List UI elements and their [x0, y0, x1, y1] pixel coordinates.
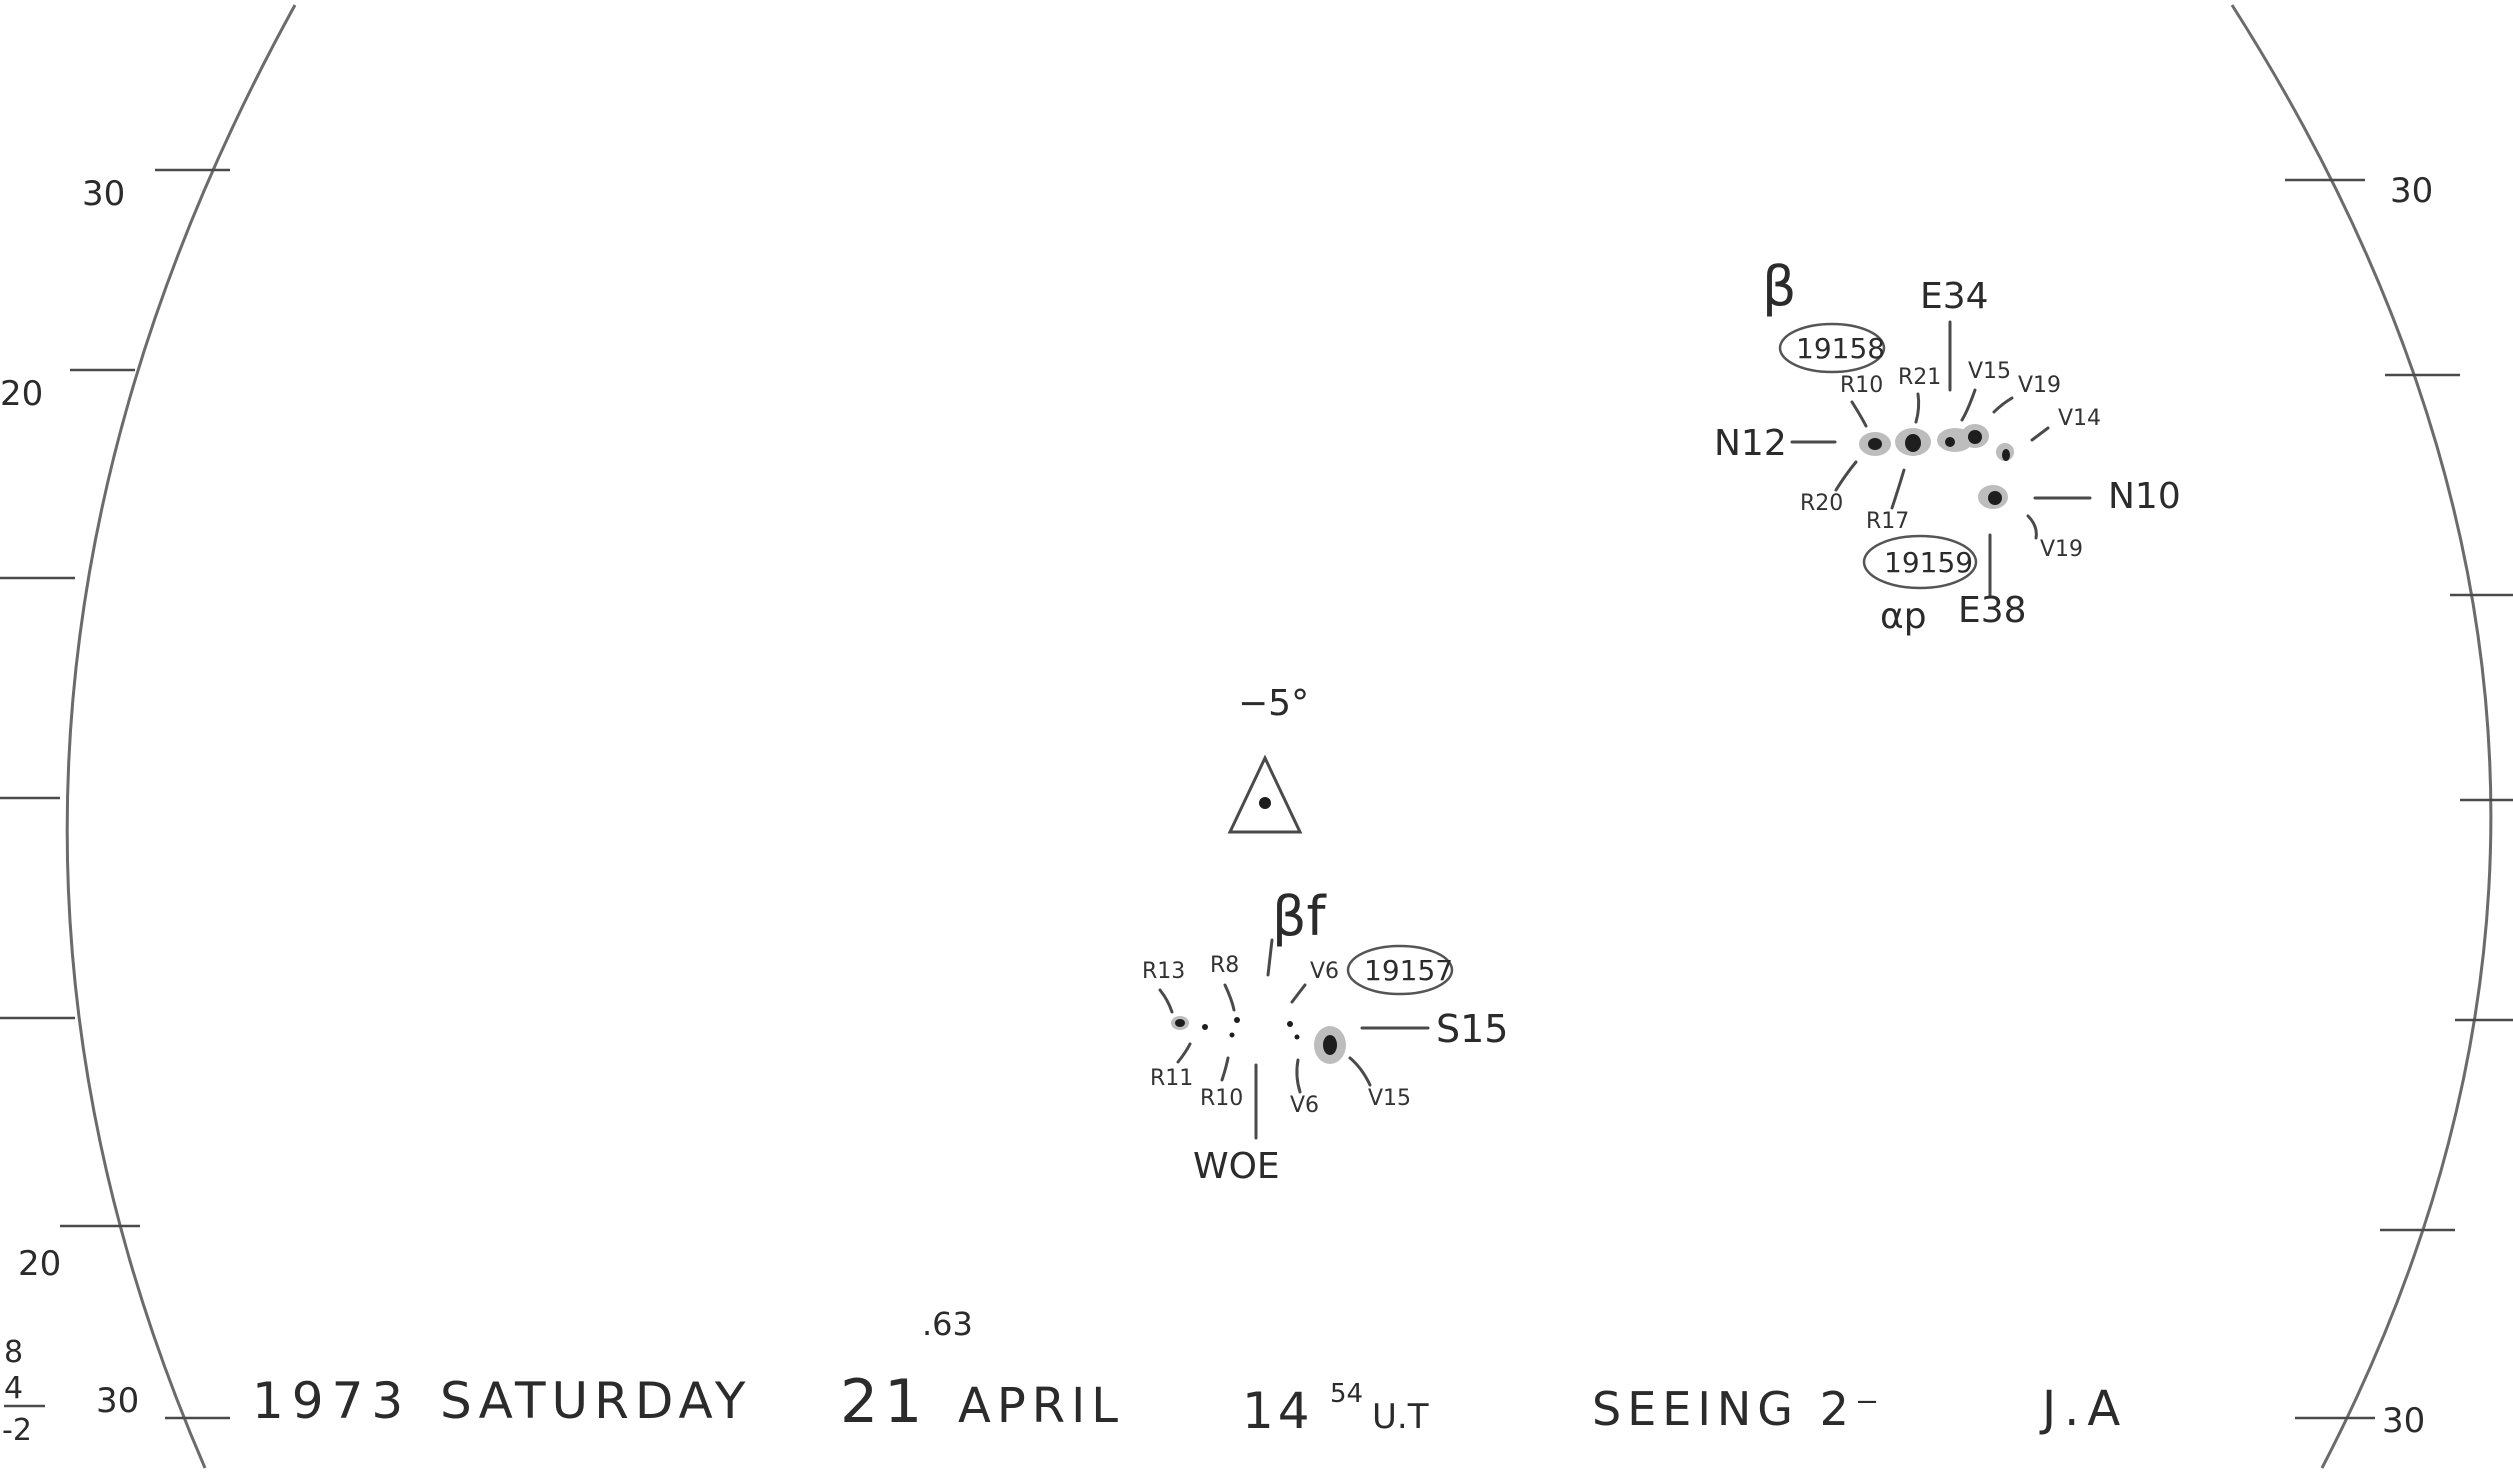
leader-s5 [1220, 1056, 1230, 1082]
footer-seeing: SEEING 2⁻ [1592, 1382, 1885, 1436]
north-group-number: 19158 [1796, 332, 1885, 365]
north-umbra-1 [1868, 438, 1882, 450]
leader-n3 [1960, 388, 1977, 422]
north-group-meridian-e34: E34 [1920, 276, 1989, 317]
left-limb-arc [65, 4, 297, 1469]
leader-s1 [1158, 988, 1174, 1014]
north-second-class: αp [1880, 596, 1927, 637]
north-spot-label-5: V14 [2058, 406, 2101, 431]
footer-time-minute: 54 [1330, 1379, 1363, 1409]
centre-dot [1259, 797, 1271, 809]
footer-observer: J.A [2039, 1381, 2128, 1437]
south-spot-label-6: V6 [1290, 1093, 1319, 1118]
footer-year: 1973 [252, 1372, 411, 1430]
footer-time-unit: U.T [1372, 1397, 1429, 1437]
south-meridian-woe: WOE [1193, 1146, 1280, 1187]
south-umbra-6 [1294, 1034, 1300, 1040]
north-umbra-5 [2002, 449, 2010, 461]
south-spot-label-7: V15 [1368, 1086, 1411, 1111]
south-umbra-1 [1175, 1019, 1185, 1027]
leader-s2 [1223, 983, 1236, 1012]
south-latitude-s15: S15 [1436, 1007, 1508, 1051]
south-group-class: βf [1272, 885, 1327, 948]
leader-n8 [2026, 514, 2038, 540]
south-spot-label-2: R8 [1210, 953, 1239, 978]
footer-time-hour: 14 [1242, 1382, 1314, 1440]
leader-s4 [1176, 1042, 1192, 1064]
north-second-number-oval [1862, 534, 1978, 590]
leader-n1 [1850, 400, 1868, 428]
north-group-class: β [1762, 255, 1796, 318]
south-umbra-2 [1202, 1024, 1208, 1030]
margin-note-2: 4 [4, 1371, 23, 1406]
south-class-stroke [1266, 938, 1274, 977]
south-spot-label-3: V6 [1310, 959, 1339, 984]
north-spot-label-8: V19 [2040, 537, 2083, 562]
scale-label-left-30s: 30 [96, 1381, 139, 1421]
south-umbra-4 [1229, 1032, 1235, 1038]
leader-s6 [1295, 1058, 1302, 1094]
south-spot-label-5: R10 [1200, 1086, 1243, 1111]
north-spot-label-2: R21 [1898, 365, 1941, 390]
south-spot-label-1: R13 [1142, 959, 1185, 984]
north-meridian-e38: E38 [1958, 590, 2027, 631]
north-umbra-4 [1968, 430, 1982, 444]
south-umbra-5 [1287, 1021, 1293, 1027]
leader-n2 [1914, 392, 1921, 424]
margin-note-3: -2 [2, 1413, 32, 1448]
scale-label-right-30: 30 [2390, 171, 2433, 211]
north-umbra-3 [1945, 437, 1955, 447]
north-umbra-2 [1905, 434, 1921, 452]
leader-n5 [2030, 426, 2050, 442]
south-umbra-3 [1234, 1017, 1240, 1023]
north-latitude-n10: N10 [2108, 476, 2181, 517]
scale-label-left-20s: 20 [18, 1244, 61, 1284]
north-umbra-6 [1988, 491, 2002, 505]
north-spot-label-6: R20 [1800, 491, 1843, 516]
north-number-oval [1778, 322, 1886, 374]
right-limb-arc [2230, 4, 2493, 1469]
leader-n7 [1890, 468, 1906, 510]
leader-n6 [1834, 460, 1858, 492]
footer-day: 21 [840, 1367, 928, 1437]
north-spot-label-1: R10 [1840, 373, 1883, 398]
centre-angle-label: −5° [1238, 683, 1309, 724]
south-spot-label-4: R11 [1150, 1066, 1193, 1091]
leader-s7 [1348, 1056, 1372, 1087]
north-second-number: 19159 [1884, 546, 1973, 579]
footer-weekday: SATURDAY [440, 1372, 751, 1430]
north-spot-label-4: V19 [2018, 373, 2061, 398]
south-umbra-7 [1323, 1035, 1337, 1055]
scale-label-right-30s: 30 [2382, 1401, 2425, 1441]
south-group-number: 19157 [1364, 954, 1453, 987]
leader-s3 [1290, 983, 1307, 1004]
centre-triangle-marker [1227, 754, 1303, 834]
north-latitude-n12: N12 [1714, 423, 1787, 464]
scale-label-left-30: 30 [82, 174, 125, 214]
south-number-oval [1346, 944, 1454, 996]
footer-day-superscript: .63 [922, 1305, 973, 1343]
scale-label-left-20: 20 [0, 374, 43, 414]
north-spot-label-3: V15 [1968, 359, 2011, 384]
footer-month: APRIL [958, 1378, 1124, 1434]
leader-n4 [1992, 396, 2014, 414]
north-spot-label-7: R17 [1866, 509, 1909, 534]
margin-note-1: 8 [4, 1335, 23, 1370]
